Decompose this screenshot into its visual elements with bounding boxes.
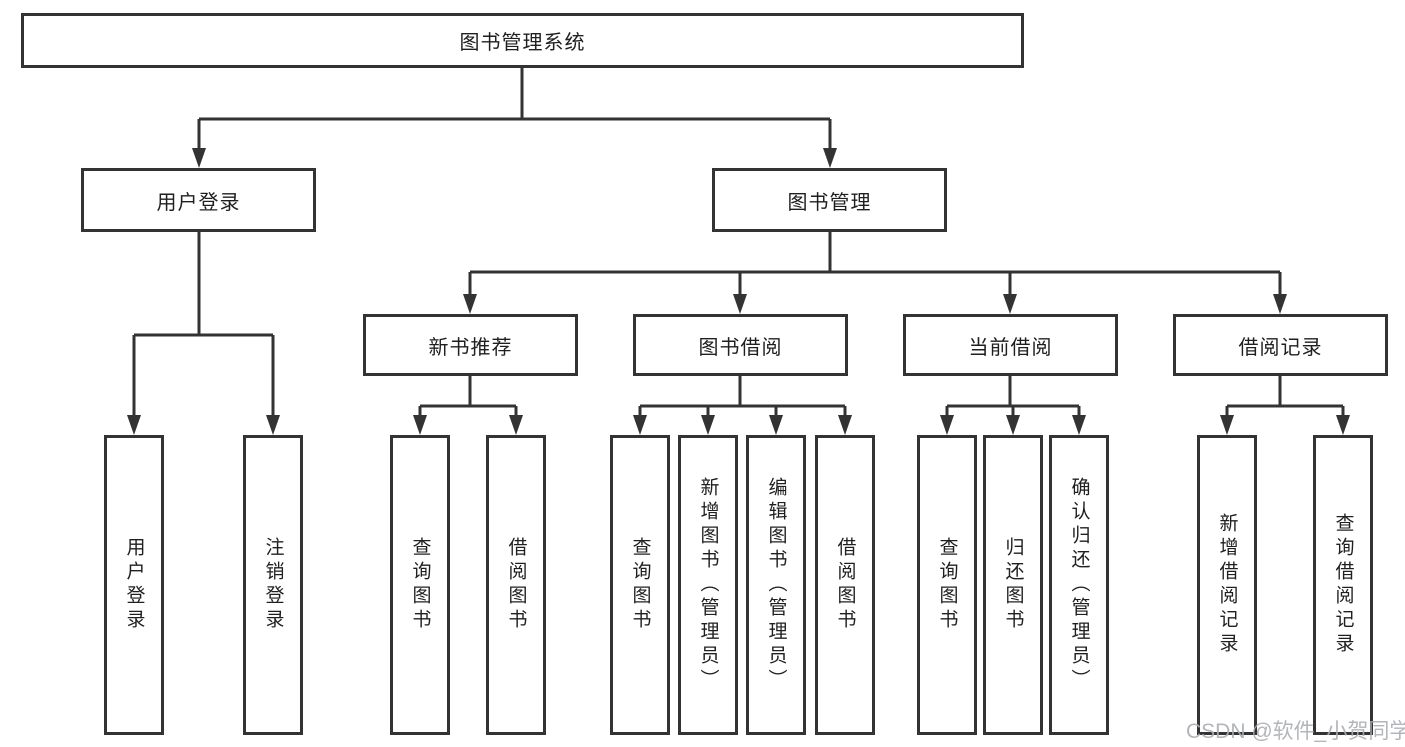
node-label: 新书推荐 bbox=[428, 336, 513, 359]
leaf-label: 查询图书 bbox=[629, 537, 651, 633]
leaf-confirm-return-admin: 确认归还（管理员） bbox=[1049, 435, 1109, 735]
leaf-label: 查询图书 bbox=[936, 537, 958, 633]
leaf-label: 查询图书 bbox=[409, 537, 431, 633]
leaf-add-book-admin: 新增图书（管理员） bbox=[678, 435, 738, 735]
leaf-logout: 注销登录 bbox=[243, 435, 303, 735]
leaf-borrow-books-borrowing: 借阅图书 bbox=[815, 435, 875, 735]
node-label: 借阅记录 bbox=[1238, 336, 1323, 359]
node-label: 图书管理系统 bbox=[459, 32, 586, 54]
leaf-query-books-recommend: 查询图书 bbox=[390, 435, 450, 735]
leaf-label: 用户登录 bbox=[123, 537, 145, 633]
node-user-login: 用户登录 bbox=[81, 168, 316, 232]
arrowheads bbox=[127, 148, 1350, 435]
leaf-label: 借阅图书 bbox=[834, 537, 856, 633]
leaf-label: 新增图书（管理员） bbox=[697, 477, 719, 693]
leaf-label: 确认归还（管理员） bbox=[1068, 477, 1090, 693]
node-current-borrowing: 当前借阅 bbox=[903, 314, 1118, 376]
node-book-borrowing: 图书借阅 bbox=[633, 314, 848, 376]
node-label: 图书管理 bbox=[787, 191, 872, 214]
node-book-management: 图书管理 bbox=[712, 168, 947, 232]
csdn-watermark: CSDN @软件_小贺同学 bbox=[1186, 720, 1405, 743]
node-library-management-system: 图书管理系统 bbox=[21, 13, 1024, 68]
node-new-book-recommendation: 新书推荐 bbox=[363, 314, 578, 376]
node-label: 图书借阅 bbox=[698, 336, 783, 359]
leaf-add-borrow-record: 新增借阅记录 bbox=[1197, 435, 1257, 735]
leaf-label: 借阅图书 bbox=[505, 537, 527, 633]
leaf-edit-book-admin: 编辑图书（管理员） bbox=[746, 435, 806, 735]
node-label: 用户登录 bbox=[156, 191, 241, 214]
leaf-user-login: 用户登录 bbox=[104, 435, 164, 735]
leaf-label: 归还图书 bbox=[1002, 537, 1024, 633]
leaf-borrow-books-recommend: 借阅图书 bbox=[486, 435, 546, 735]
leaf-query-borrow-record: 查询借阅记录 bbox=[1313, 435, 1373, 735]
leaf-label: 新增借阅记录 bbox=[1216, 513, 1238, 657]
leaf-query-books-current: 查询图书 bbox=[917, 435, 977, 735]
leaf-label: 查询借阅记录 bbox=[1332, 513, 1354, 657]
leaf-query-books-borrowing: 查询图书 bbox=[610, 435, 670, 735]
leaf-return-books: 归还图书 bbox=[983, 435, 1043, 735]
leaf-label: 注销登录 bbox=[262, 537, 284, 633]
node-borrowing-records: 借阅记录 bbox=[1173, 314, 1388, 376]
node-label: 当前借阅 bbox=[968, 336, 1053, 359]
leaf-label: 编辑图书（管理员） bbox=[765, 477, 787, 693]
